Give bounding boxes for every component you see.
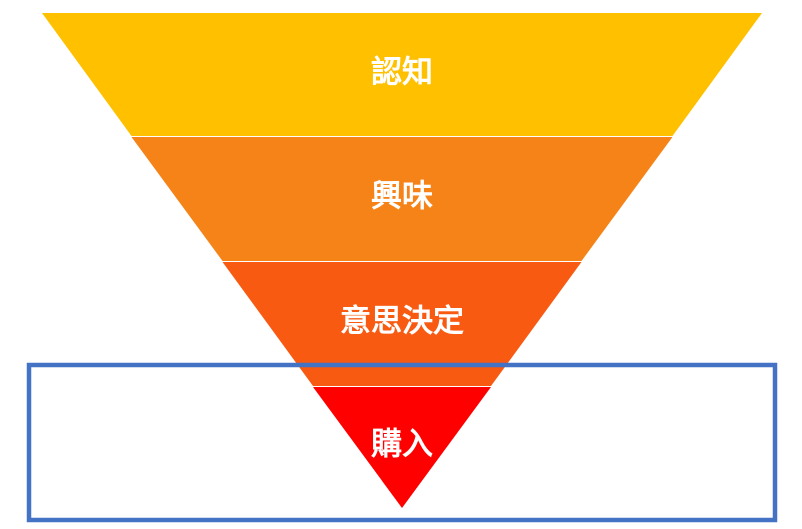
highlight-box	[26, 362, 778, 523]
funnel-stage-awareness	[42, 13, 762, 136]
funnel-stage-purchase	[313, 387, 491, 508]
stage-label-interest: 興味	[371, 179, 433, 215]
funnel-stage-decision	[222, 262, 582, 386]
stage-label-decision: 意思決定	[340, 304, 464, 340]
funnel-stage-interest	[131, 137, 673, 261]
stage-label-purchase: 購入	[371, 427, 433, 463]
stage-label-awareness: 認知	[371, 55, 433, 91]
